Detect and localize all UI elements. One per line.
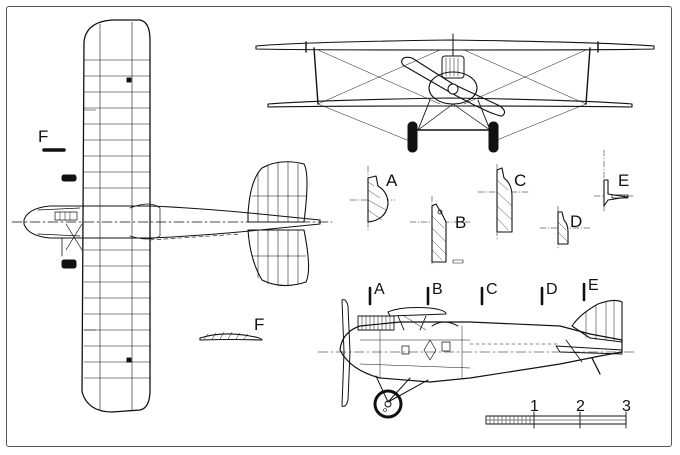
scale-tick-3: 3 [622,398,631,415]
side-upper-wing [387,307,447,317]
section-d-shape [557,211,569,245]
fuselage-sections: A B C D E [349,149,635,265]
section-c-shape [496,167,513,233]
plan-section-f-label: F [38,127,48,146]
side-marker-c-label: C [486,281,498,298]
side-marker-e-label: E [588,277,599,294]
front-propeller [401,56,506,117]
plan-tailplane-upper [247,161,308,223]
section-d-label: D [570,212,582,231]
scale-tick-2: 2 [576,398,585,415]
front-upper-wing [255,39,655,51]
side-propeller [341,299,351,407]
scale-tick-1: 1 [530,398,539,415]
plan-view: F [11,19,333,413]
section-e-label: E [618,171,629,190]
side-view: A B C D E [317,277,637,419]
section-a-shape [367,175,389,223]
section-b-label: B [455,213,466,232]
plan-upper-wing [81,19,151,413]
front-lower-wing [267,97,633,108]
drawing-border [6,6,672,447]
front-view [255,33,655,153]
plan-tailplane-lower [247,229,310,287]
section-a-label: A [386,171,398,190]
scale-bar: 1 2 3 [485,398,631,429]
side-marker-a-label: A [374,281,385,298]
wing-section-f-label: F [254,315,264,334]
section-e-shape [603,179,629,207]
side-fuselage [339,321,623,383]
side-marker-d-label: D [546,281,558,298]
wing-section-f: F [199,315,264,341]
side-tail-fin [571,299,623,343]
side-section-markers [368,282,586,306]
plan-fuselage [23,205,321,239]
side-wheel [373,389,403,419]
side-marker-b-label: B [432,281,443,298]
section-c-label: C [514,171,526,190]
section-b-shape [431,203,447,263]
